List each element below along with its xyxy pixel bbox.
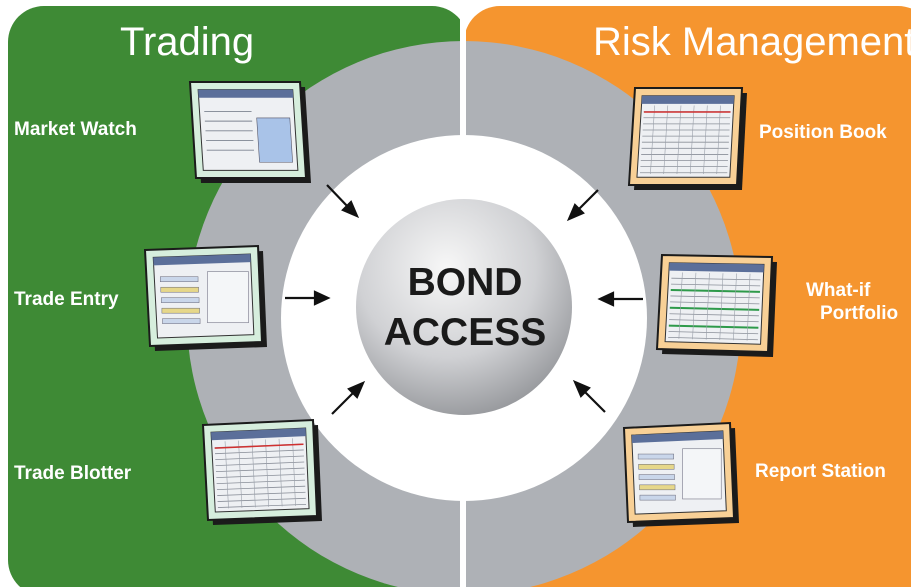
position-book-label: Position Book	[759, 122, 887, 143]
arrow-what-if-portfolio	[597, 291, 643, 307]
what-if-portfolio-thumbnail	[655, 253, 777, 357]
report-station-thumbnail	[622, 421, 739, 527]
trade-blotter-label: Trade Blotter	[14, 463, 132, 484]
arrow-trade-entry	[285, 290, 331, 306]
position-book-thumbnail	[627, 87, 747, 190]
what-if-label: What-if	[806, 280, 871, 301]
trade-entry-thumbnail	[143, 244, 267, 351]
report-station-label: Report Station	[755, 461, 886, 482]
bond-access-title: BOND ACCESS	[365, 258, 565, 358]
risk-management-title: Risk Management	[593, 20, 911, 64]
portfolio-label: Portfolio	[820, 303, 899, 324]
trade-blotter-thumbnail	[201, 418, 322, 525]
market-watch-thumbnail	[188, 81, 311, 183]
arrow-report-station	[572, 379, 606, 413]
center-sphere	[356, 199, 572, 415]
market-watch-label: Market Watch	[14, 119, 137, 140]
center-line-2: ACCESS	[383, 311, 547, 354]
arrows	[285, 184, 643, 415]
trading-title: Trading	[120, 20, 255, 64]
arrow-trade-blotter	[331, 380, 366, 415]
trade-entry-label: Trade Entry	[14, 289, 119, 310]
center-line-1: BOND	[407, 261, 523, 304]
arrow-market-watch	[326, 184, 360, 219]
arrow-position-book	[566, 189, 599, 222]
